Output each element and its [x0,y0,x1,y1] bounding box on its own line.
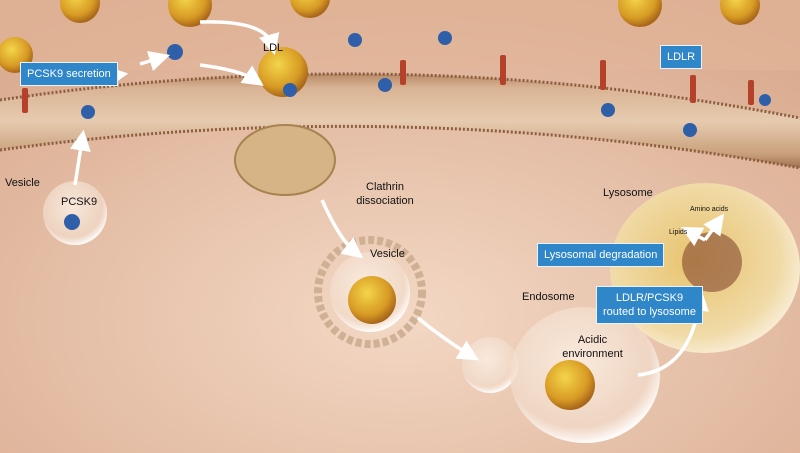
acidic-environment-label: Acidic environment [562,334,623,360]
routed-line-1: LDLR/PCSK9 [615,292,684,304]
clathrin-pit [234,124,336,196]
amino-acids-label: Amino acids [690,206,729,213]
routed-to-lysosome-box: LDLR/PCSK9 routed to lysosome [596,286,703,324]
ldlr-receptors [22,55,754,113]
endosome-label: Endosome [522,291,575,303]
clathrin-coat [314,236,426,348]
routed-line-2: routed to lysosome [603,306,696,318]
vesicle-left-label: Vesicle [5,177,40,189]
pcsk9-secretion-box: PCSK9 secretion [20,62,118,86]
lipids-label: Lipids [669,229,688,236]
vesicle-center-label: Vesicle [370,248,405,260]
pcsk9-label: PCSK9 [61,196,98,208]
ldlr-box: LDLR [660,45,703,69]
pcsk9-proteins [81,31,771,137]
lysosome-label: Lysosome [603,187,653,199]
pcsk9-vesicle [43,181,107,245]
lysosomal-degradation-box: Lysosomal degradation [537,243,665,267]
ldl-label: LDL [263,42,284,54]
cell-membrane [0,73,800,168]
clathrin-dissociation-label: Clathrin dissociation [356,181,414,207]
